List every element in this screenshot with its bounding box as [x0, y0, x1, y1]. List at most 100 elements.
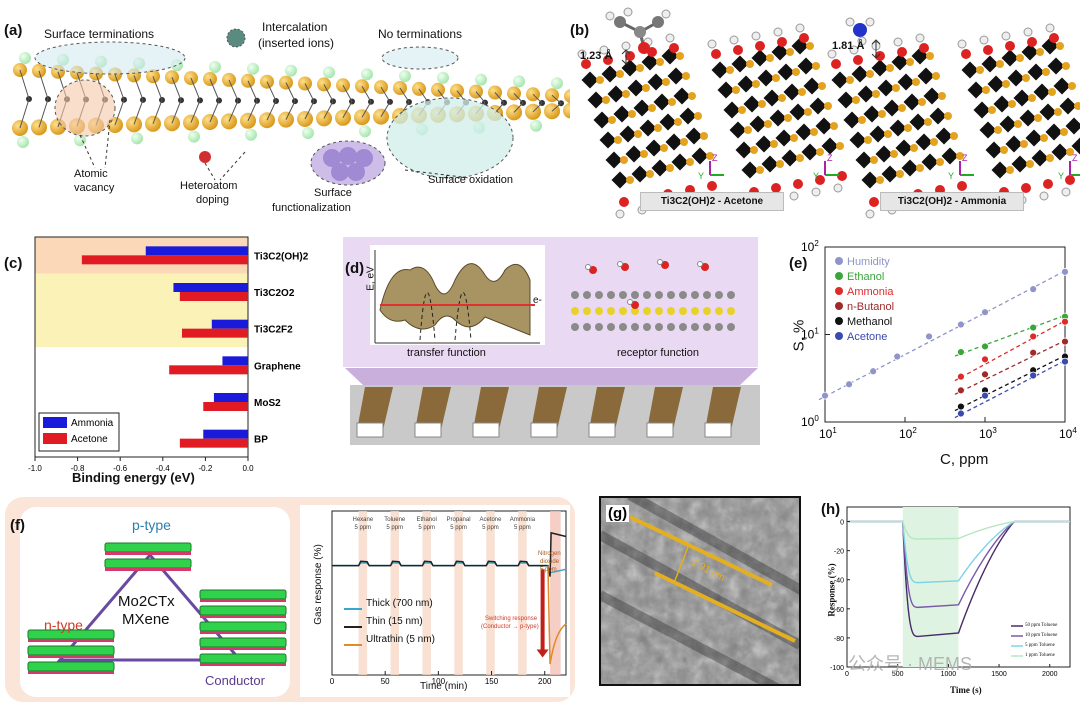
- receptor-atom: [715, 307, 723, 315]
- heteroatom-label-2: doping: [196, 194, 230, 206]
- gas-name-5: Ammonia: [510, 517, 536, 523]
- titanium-atom: [1074, 102, 1080, 110]
- hydrogen-atom: [795, 23, 805, 33]
- category-label-3: Graphene: [254, 361, 301, 372]
- intercalation-label: Intercalation: [262, 20, 328, 34]
- carbon-site: [607, 85, 625, 103]
- gas-molecule-h: [585, 264, 591, 270]
- surface-functionalization-label-1: Surface: [314, 187, 352, 199]
- energy-axis-label: E, eV: [365, 266, 377, 291]
- n-type-label: n-type: [44, 617, 83, 633]
- gas-conc-4: 5 ppm: [482, 525, 499, 531]
- titanium-atom: [1034, 114, 1042, 122]
- mxene-termination: [105, 552, 191, 555]
- carbon-site: [1051, 143, 1069, 161]
- toluene-xlabel: Time (s): [950, 685, 982, 695]
- titanium-atom: [864, 136, 872, 144]
- mxene-defects-illustration: [12, 28, 570, 186]
- legend-label-1: Ethanol: [847, 271, 884, 283]
- bar-acetone-2: [181, 328, 248, 338]
- titanium-atom: [1002, 80, 1010, 88]
- termination-atom: [17, 136, 29, 148]
- no-terminations-region: [381, 46, 459, 70]
- carbon-site: [973, 101, 991, 119]
- distance-ammonia: 1.81 Å: [832, 40, 865, 52]
- titanium-atom: [772, 74, 780, 82]
- titanium-atom: [750, 146, 758, 154]
- carbon-site: [1053, 77, 1071, 95]
- sensor-electrode: [472, 422, 500, 438]
- binding-energy-xlabel: Binding energy (eV): [72, 470, 195, 485]
- titanium-atom: [1000, 146, 1008, 154]
- oxygen-atom: [1065, 175, 1075, 185]
- hydrogen-atom: [1045, 23, 1055, 33]
- termination-atom: [530, 119, 542, 132]
- carbon-site: [891, 53, 909, 71]
- titanium-atom: [608, 116, 616, 124]
- hydrogen-atom: [1039, 191, 1049, 201]
- point-ammonia-3: [1061, 317, 1069, 326]
- carbon-site: [1001, 49, 1019, 67]
- point-humidity-3: [893, 352, 902, 361]
- carbon-site: [915, 133, 933, 151]
- legend-label-ammonia: Ammonia: [71, 418, 114, 429]
- oxygen-atom: [669, 43, 679, 53]
- carbon-site: [1039, 103, 1057, 121]
- oxygen-atom: [831, 59, 841, 69]
- titanium-atom: [694, 112, 702, 120]
- titanium-atom: [646, 170, 654, 178]
- oxygen-atom: [869, 197, 879, 207]
- oxygen-atom: [919, 43, 929, 53]
- titanium-atom: [626, 176, 634, 184]
- x-tick-label-1: -0.8: [71, 464, 85, 473]
- titanium-atom: [870, 156, 878, 164]
- titanium-atom: [932, 72, 940, 80]
- atomic-vacancy-region: [54, 79, 116, 137]
- titanium-atom: [620, 156, 628, 164]
- titanium-atom: [596, 76, 604, 84]
- hydrogen-atom: [915, 33, 925, 43]
- carbon-site: [967, 81, 985, 99]
- mxene-termination: [28, 671, 114, 674]
- bond: [190, 100, 201, 123]
- gas-conc-2: 5 ppm: [418, 525, 435, 531]
- bond: [266, 81, 277, 102]
- exposure-band-2: [422, 511, 431, 675]
- mxene-label-1: Mo2CTx: [118, 593, 175, 610]
- y-tick-label-2: -40: [834, 578, 844, 585]
- titanium-atom: [836, 142, 844, 150]
- carbon-site: [909, 113, 927, 131]
- titanium-atom: [622, 90, 630, 98]
- carbon-site: [653, 93, 671, 111]
- bond: [551, 94, 562, 104]
- bar-acetone-4: [203, 402, 248, 411]
- panel-a: (a) Surface terminations: [0, 0, 570, 220]
- x-tick-label-2: 100: [432, 677, 446, 686]
- receptor-atom: [619, 307, 627, 315]
- surface-oxidation-region: [386, 97, 514, 179]
- hydrogen-atom: [833, 183, 843, 193]
- hydrogen-atom: [979, 35, 989, 45]
- titanium-atom: [924, 118, 932, 126]
- carbon-site: [987, 75, 1005, 93]
- titanium-atom: [758, 100, 766, 108]
- bar-ammonia-0: [145, 246, 248, 256]
- x-tick-label-3: -0.4: [156, 464, 170, 473]
- panel-d-label: (d): [345, 260, 365, 277]
- category-label-4: MoS2: [254, 398, 281, 409]
- titanium-atom: [764, 120, 772, 128]
- gas-molecule: [589, 266, 597, 274]
- titanium-atom: [656, 58, 664, 66]
- carbon-site: [743, 95, 761, 113]
- mxene-termination: [105, 568, 191, 571]
- receptor-layers: [571, 259, 735, 331]
- carbon-site: [737, 75, 755, 93]
- carbon-site: [659, 113, 677, 131]
- titanium-atom: [916, 164, 924, 172]
- y-axis-letter: Y: [813, 171, 819, 181]
- receptor-atom: [667, 323, 675, 331]
- termination-atom: [551, 77, 563, 90]
- sensor-film: [647, 387, 683, 430]
- gas-conc-3: 5 ppm: [450, 525, 467, 531]
